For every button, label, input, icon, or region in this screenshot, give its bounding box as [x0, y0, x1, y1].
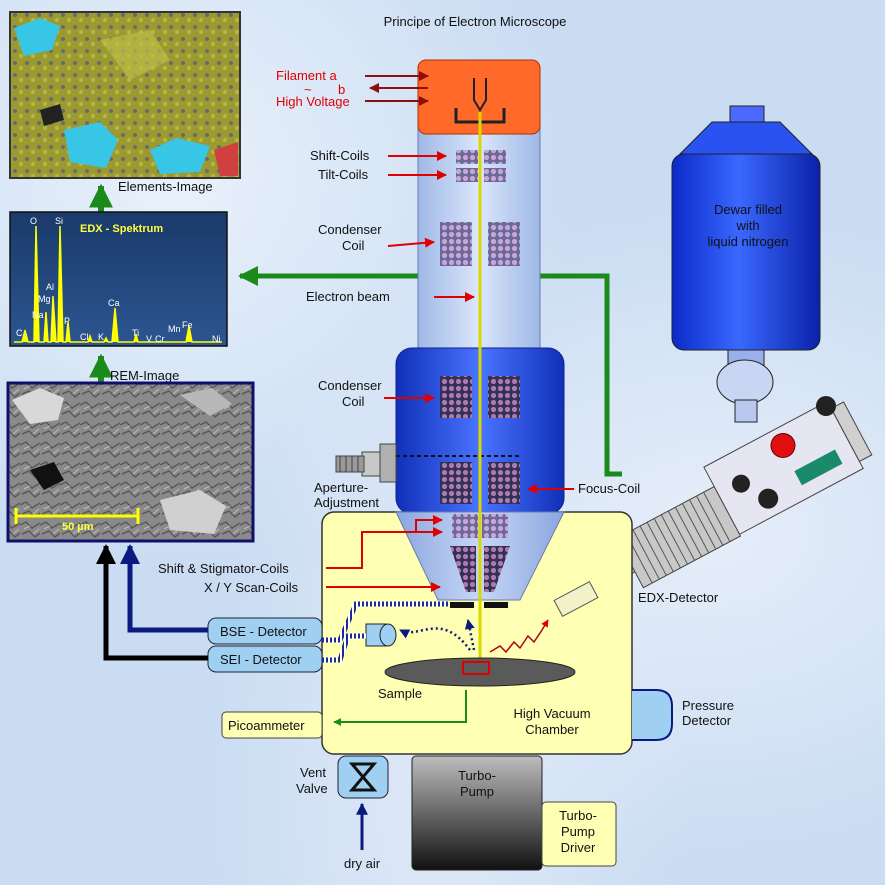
- condenser-coil-2-right: [488, 376, 520, 418]
- condenser-coil-1-label-a: Condenser: [318, 222, 382, 237]
- aperture-label-1: Aperture-: [314, 480, 368, 495]
- dewar-label-3: liquid nitrogen: [708, 234, 789, 249]
- spectrum-peak-Ti: Ti: [132, 328, 139, 338]
- spectrum-peak-C: C: [16, 328, 23, 338]
- sei-signal-arrow: [96, 544, 208, 661]
- spectrum-peak-P: P: [64, 316, 70, 326]
- filament: [473, 78, 487, 112]
- valve-icon: [348, 762, 378, 792]
- spectrum-peak-Si: Si: [55, 216, 63, 226]
- shift-stigmator-arrow: [326, 515, 443, 569]
- spectrum-peak-V: V: [146, 334, 152, 344]
- sample-spot: [462, 661, 490, 675]
- filament-tilde: ~: [304, 82, 312, 97]
- sei-detector-label: SEI - Detector: [220, 652, 302, 667]
- bse-detector-label: BSE - Detector: [220, 624, 307, 639]
- shift-coil-left: [456, 150, 478, 164]
- spectrum-peak-Na: Na: [32, 310, 44, 320]
- rem-image-label: REM-Image: [110, 368, 179, 383]
- scale-bar-label: 50 µm: [62, 521, 94, 533]
- bse-signal-arrow: [120, 544, 208, 633]
- sample-label: Sample: [378, 686, 422, 701]
- turbo-pump-driver: [541, 801, 617, 867]
- driver-label-3: Driver: [561, 840, 596, 855]
- chamber-label-2: Chamber: [525, 722, 579, 737]
- shift-coil-right: [484, 150, 506, 164]
- spectrum-peak-O: O: [30, 216, 37, 226]
- edx-spectrum-title: EDX - Spektrum: [80, 223, 163, 235]
- sample-current-arrow: [333, 690, 467, 726]
- elements-image: [9, 11, 241, 179]
- driver-label-1: Turbo-: [559, 808, 597, 823]
- condenser-coil-2-left: [440, 376, 472, 418]
- vent-label-2: Valve: [296, 781, 328, 796]
- dewar-label-1: Dewar filled: [714, 202, 782, 217]
- filament-a-label: Filament a: [276, 68, 337, 83]
- pressure-label-1: Pressure: [682, 698, 734, 713]
- focus-coil-left: [440, 462, 472, 504]
- picoammeter-box: [221, 711, 323, 739]
- edx-probe-tip: [553, 580, 599, 618]
- turbo-pump-label-1: Turbo-: [458, 768, 496, 783]
- condenser-coil-2-label-a: Condenser: [318, 378, 382, 393]
- condenser-coil-1-right: [488, 222, 520, 266]
- xy-scan-label: X / Y Scan-Coils: [204, 580, 299, 595]
- vent-label-1: Vent: [300, 765, 326, 780]
- pressure-detector: [632, 689, 673, 741]
- electron-beam-label: Electron beam: [306, 289, 390, 304]
- spectrum-peak-Ni: Ni: [212, 334, 221, 344]
- elements-image-label: Elements-Image: [118, 179, 213, 194]
- stigmator-coil-left: [452, 514, 478, 538]
- condenser-coil-1-arrow: [387, 237, 435, 248]
- scan-coil-left: [450, 546, 476, 592]
- high-voltage-label: High Voltage: [276, 94, 350, 109]
- chamber-label-1: High Vacuum: [513, 706, 590, 721]
- spectrum-peak-Cl: Cl: [80, 332, 89, 342]
- condenser-coil-1-label-b: Coil: [342, 238, 365, 253]
- dewar-label-2: with: [735, 218, 759, 233]
- spectrum-peak-Fe: Fe: [182, 320, 193, 330]
- condenser-coil-1-left: [440, 222, 472, 266]
- xray-wave: [489, 619, 549, 654]
- stigmator-coil-right: [482, 514, 508, 538]
- focus-coil-right: [488, 462, 520, 504]
- rem-image: 50 µm: [6, 381, 255, 543]
- focus-coil-label: Focus-Coil: [578, 481, 640, 496]
- edx-detector-label: EDX-Detector: [638, 590, 719, 605]
- secondary-electron-path: [399, 627, 471, 651]
- picoammeter-label: Picoammeter: [228, 718, 305, 733]
- sei-cable: [322, 633, 366, 663]
- spectrum-peak-K: K: [98, 332, 104, 342]
- driver-label-2: Pump: [561, 824, 595, 839]
- shift-coils-label: Shift-Coils: [310, 148, 370, 163]
- spectrum-peak-Mn: Mn: [168, 324, 181, 334]
- spectrum-peak-Cr: Cr: [155, 334, 165, 344]
- aperture-label-2: Adjustment: [314, 495, 379, 510]
- bse-cable: [322, 601, 448, 643]
- backscatter-path: [464, 619, 476, 651]
- dewar-vessel: [671, 105, 821, 423]
- objective-plate-right: [484, 602, 508, 608]
- tilt-coil-right: [484, 168, 506, 182]
- tilt-coils-label: Tilt-Coils: [318, 167, 369, 182]
- dry-air-label: dry air: [344, 856, 381, 871]
- spectrum-peak-Ca: Ca: [108, 298, 120, 308]
- scan-coil-right: [484, 546, 510, 592]
- sample-stage: [384, 657, 576, 687]
- tilt-coil-left: [456, 168, 478, 182]
- shift-stigmator-label: Shift & Stigmator-Coils: [158, 561, 289, 576]
- spectrum-peak-Al: Al: [46, 282, 54, 292]
- objective-plate-left: [450, 602, 474, 608]
- diagram-title: Principe of Electron Microscope: [384, 14, 567, 29]
- edx-knob: [816, 396, 836, 416]
- edx-spectrum: EDX - Spektrum O Si Al Mg Na P C Cl K Ca…: [9, 211, 228, 347]
- filament-b-label: b: [338, 82, 345, 97]
- spectrum-peak-Mg: Mg: [38, 294, 51, 304]
- turbo-pump-label-2: Pump: [460, 784, 494, 799]
- pressure-label-2: Detector: [682, 713, 732, 728]
- condenser-coil-2-label-b: Coil: [342, 394, 365, 409]
- aperture-adjustment-knob[interactable]: [335, 443, 397, 483]
